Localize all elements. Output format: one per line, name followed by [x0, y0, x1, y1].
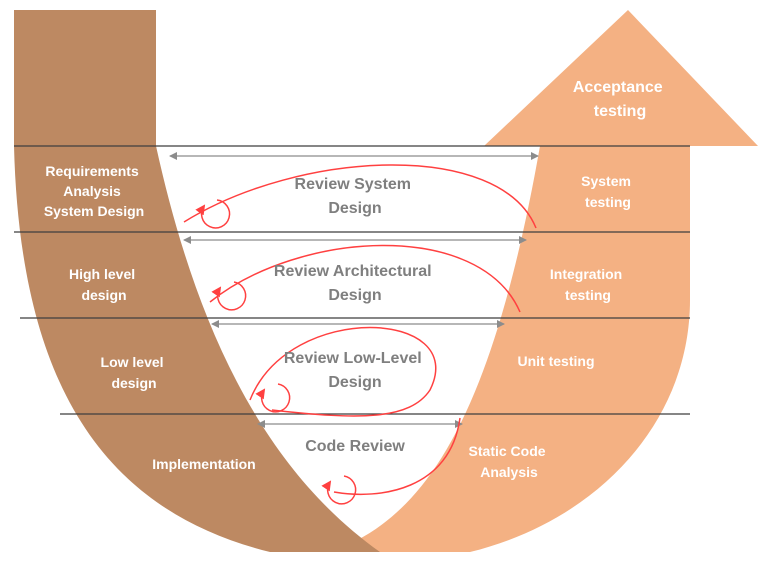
right-phase-label: Integration testing [550, 266, 626, 303]
left-phase-label: Requirements Analysis System Design [44, 163, 144, 219]
left-phase-label: High level design [69, 266, 139, 303]
right-band [330, 10, 758, 552]
left-phase-label: Implementation [152, 456, 255, 472]
right-phase-label: Static Code Analysis [469, 443, 550, 480]
cycle-icon [195, 199, 231, 229]
review-arc [183, 164, 537, 229]
review-label: Review Architectural Design [274, 263, 436, 304]
review-label: Code Review [305, 438, 405, 455]
review-label: Review Low-Level Design [284, 350, 426, 391]
span-arrows [169, 152, 539, 428]
cycle-icon [211, 281, 247, 311]
left-phase-label: Low level design [101, 354, 168, 391]
review-arc [333, 417, 461, 495]
cycle-icon [255, 383, 291, 413]
phase-dividers [14, 145, 690, 415]
review-arc [209, 244, 521, 313]
right-phase-label: Unit testing [518, 353, 595, 369]
cycle-icon [321, 475, 357, 505]
review-label: Review System Design [295, 176, 416, 217]
review-arrows [183, 164, 537, 505]
acceptance-testing-label: Acceptance testing [573, 79, 667, 120]
review-arc [249, 326, 437, 417]
right-phase-label: System testing [581, 173, 635, 210]
